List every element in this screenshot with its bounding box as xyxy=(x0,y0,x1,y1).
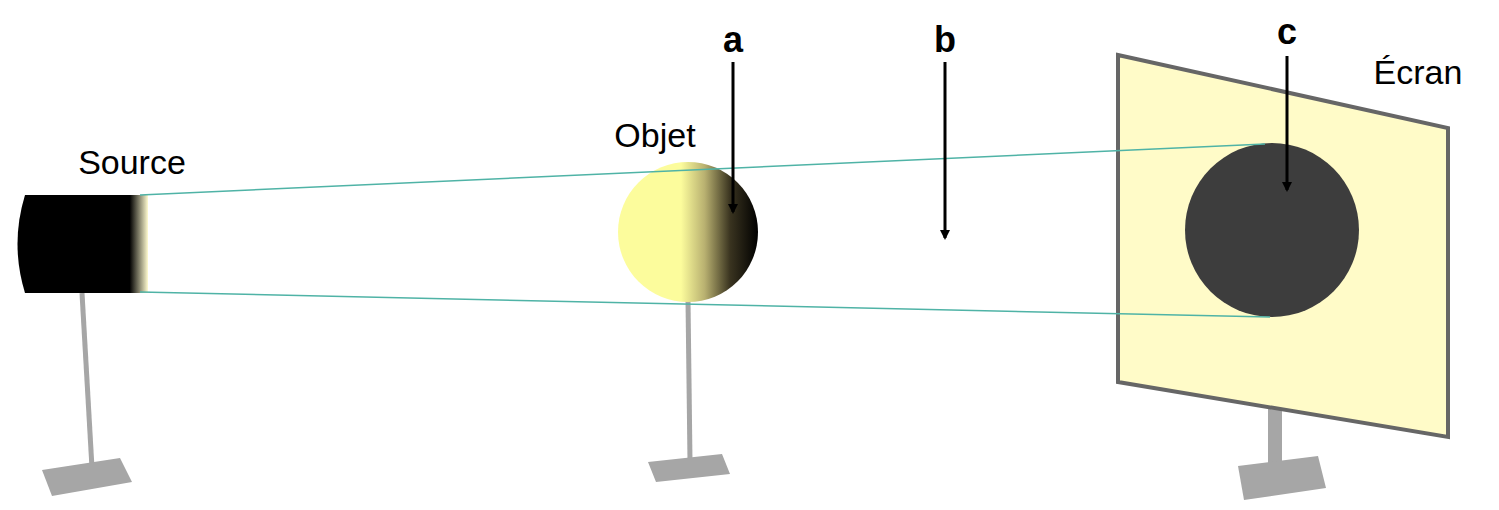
stand-foot xyxy=(648,454,730,482)
light-source xyxy=(18,195,149,293)
part-name: Écran xyxy=(1374,55,1463,89)
stand xyxy=(82,293,92,468)
screen xyxy=(1118,55,1448,437)
stand-foot xyxy=(1238,456,1326,500)
stand-foot xyxy=(42,458,132,496)
pointer-arrow xyxy=(1286,56,1289,190)
light-ray xyxy=(140,144,1265,195)
opaque-object xyxy=(618,162,758,302)
pointer-arrow xyxy=(944,62,947,238)
part-name: Objet xyxy=(614,118,695,152)
stand xyxy=(688,300,690,462)
callout-letter: c xyxy=(1277,14,1297,50)
light-ray xyxy=(140,292,1270,317)
shadow xyxy=(1185,143,1359,317)
part-name: Source xyxy=(78,145,186,179)
callout-letter: b xyxy=(934,22,956,58)
pointer-arrow xyxy=(732,62,735,212)
callout-letter: a xyxy=(723,22,743,58)
